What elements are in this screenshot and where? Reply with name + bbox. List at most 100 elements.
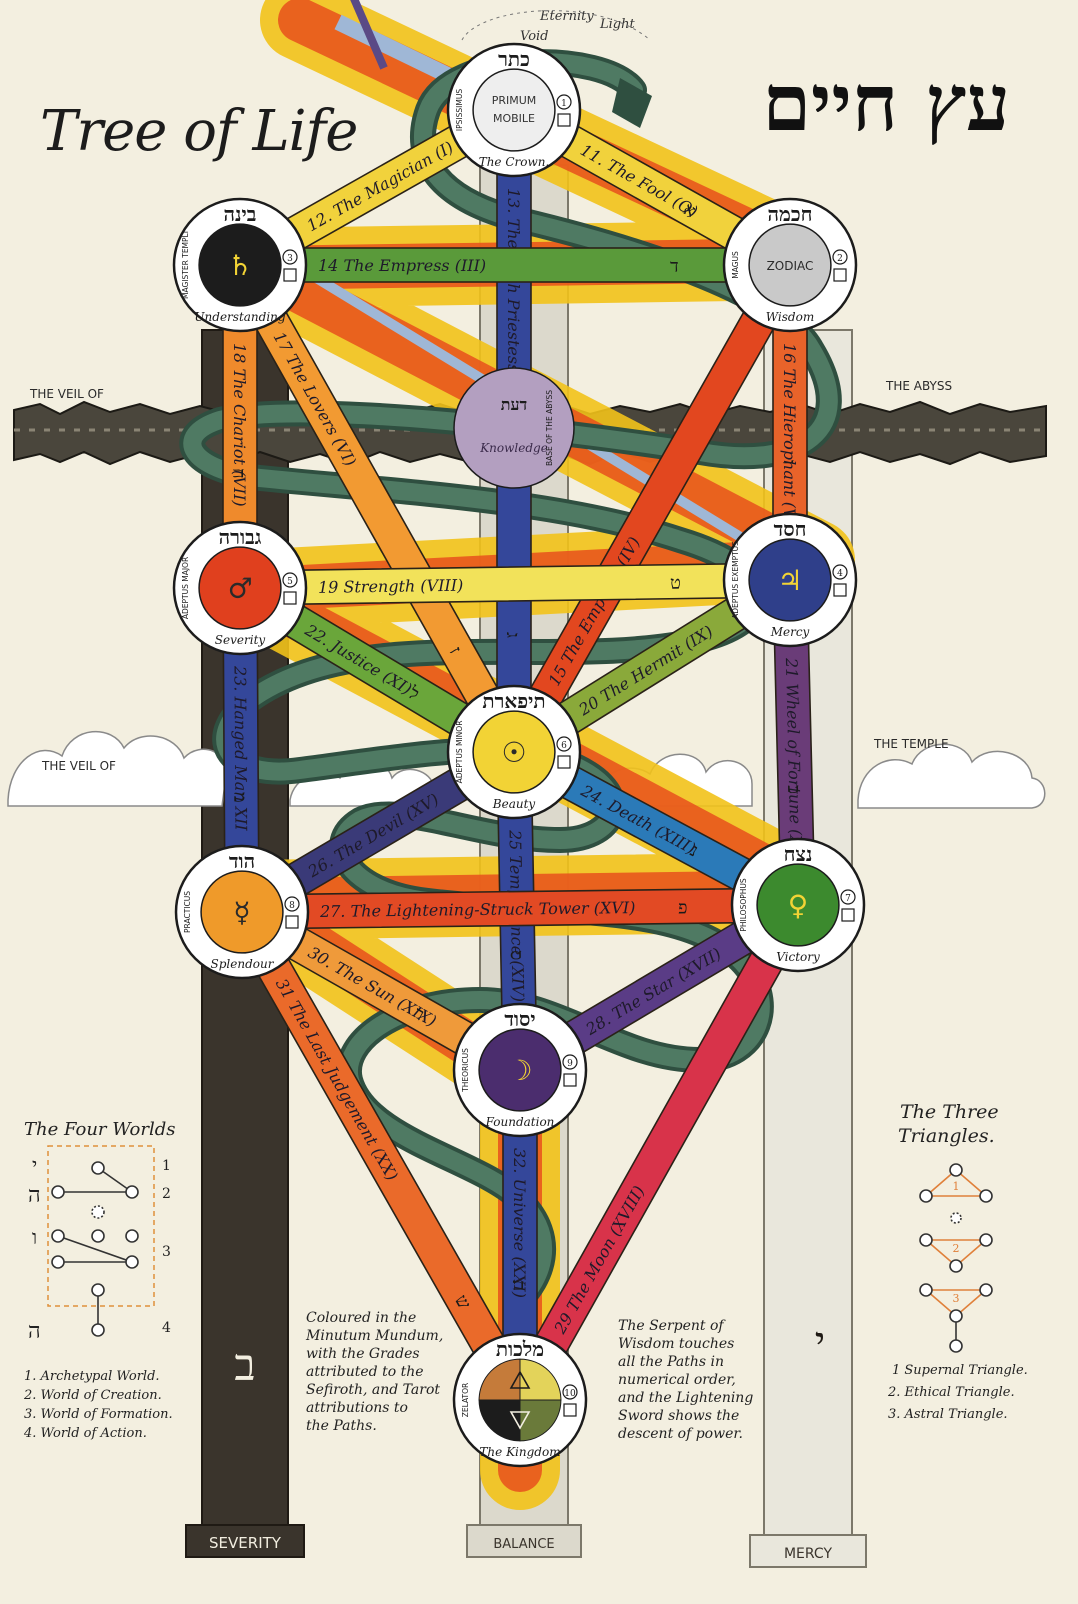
sephira-chesed-key-icon bbox=[833, 583, 847, 597]
sephira-tiphareth-number: 6 bbox=[561, 741, 567, 751]
sephira-yesod-grade: THEORICUS bbox=[461, 1048, 470, 1093]
path-21-label: 21 Wheel of Fortune (X) bbox=[782, 657, 806, 853]
path-25-letter: ס bbox=[506, 950, 527, 961]
note-left-line-4: attributed to the bbox=[306, 1364, 424, 1380]
three-triangles-title-line2: Triangles. bbox=[898, 1125, 995, 1147]
sephira-malkuth-hebrew: מלכות bbox=[496, 1337, 544, 1361]
sephira-chokmah-hebrew: חכמה bbox=[768, 202, 813, 226]
sephira-hod-number-badge bbox=[284, 896, 300, 912]
malkuth-element-symbols bbox=[509, 1370, 531, 1430]
four-worlds-title: The Four Worlds bbox=[24, 1119, 175, 1140]
path-32-letter: ת bbox=[508, 1280, 529, 1291]
malkuth-quarter-3 bbox=[478, 1399, 521, 1442]
sephira-geburah-number: 5 bbox=[287, 577, 293, 587]
note-right-line-5: and the Lightening bbox=[618, 1390, 753, 1406]
path-16-letter: ו bbox=[778, 460, 799, 465]
four-worlds-letter-2: ה bbox=[28, 1183, 41, 1208]
pillar-severity-label: SEVERITY bbox=[209, 1534, 282, 1552]
note-left-line-7: the Paths. bbox=[306, 1418, 377, 1434]
sephira-tiphareth-grade: ADEPTUS MINOR bbox=[455, 721, 464, 784]
sephira-malkuth-key-icon bbox=[563, 1403, 577, 1417]
veil-temple-left-label: THE VEIL OF bbox=[41, 759, 116, 773]
sephira-yesod-name: Foundation bbox=[485, 1115, 555, 1129]
sephira-tiphareth-symbol: ☉ bbox=[501, 736, 526, 769]
sephira-chesed-hebrew: חסד bbox=[774, 517, 807, 541]
note-left-line-2: Minutum Mundum, bbox=[305, 1328, 443, 1344]
sephira-netzach-number-badge bbox=[840, 889, 856, 905]
sephira-malkuth-grade: ZELATOR bbox=[461, 1383, 470, 1417]
note-left: Coloured in the Minutum Mundum, with the… bbox=[305, 1310, 443, 1434]
sephira-netzach-hebrew: נצח bbox=[784, 842, 813, 866]
sephira-geburah-number-badge bbox=[282, 572, 298, 588]
sephira-binah-disc bbox=[198, 223, 282, 307]
sephira-chesed-grade: ADEPTUS EXEMPTUS bbox=[731, 541, 740, 619]
triangle-item-3: 3. Astral Triangle. bbox=[888, 1407, 1008, 1422]
sephira-malkuth-number-badge bbox=[562, 1384, 578, 1400]
sephira-daath-name: Knowledge bbox=[479, 441, 548, 455]
sephira-hod-name: Splendour bbox=[211, 957, 275, 971]
four-worlds-letter-1: י bbox=[32, 1153, 37, 1177]
sephira-chesed-name: Mercy bbox=[770, 625, 810, 639]
sephira-chokmah-name: Wisdom bbox=[766, 310, 814, 324]
sephira-geburah-name: Severity bbox=[215, 633, 266, 647]
sephira-kether-planet-line-1: PRIMUM bbox=[492, 94, 537, 107]
sephira-binah-hebrew: בינה bbox=[224, 202, 257, 226]
note-right: The Serpent of Wisdom touches all the Pa… bbox=[618, 1318, 753, 1442]
four-worlds-number-2: 2 bbox=[162, 1186, 171, 1202]
triangle-number-3: 3 bbox=[953, 1292, 960, 1305]
top-labels: Light Eternity Void bbox=[461, 9, 651, 44]
path-18-label: 18 The Chariot (VII) bbox=[230, 343, 249, 507]
path-13-label: 13. The High Priestess (II) bbox=[504, 188, 523, 403]
triangle-number-1: 1 bbox=[953, 1180, 960, 1193]
sephira-tiphareth-name: Beauty bbox=[492, 797, 536, 811]
sephira-daath-grade: BASE OF THE ABYSS bbox=[545, 390, 554, 466]
top-label-light: Light bbox=[599, 17, 635, 32]
path-32-label: 32. Universe (XXI) bbox=[510, 1148, 529, 1298]
sephira-kether-number-badge bbox=[556, 94, 572, 110]
path-21-letter: כ bbox=[783, 785, 804, 794]
note-right-line-2: Wisdom touches bbox=[618, 1336, 734, 1352]
top-label-void: Void bbox=[520, 29, 549, 44]
path-19-letter: ט bbox=[670, 573, 681, 594]
sephira-daath-disc bbox=[453, 367, 575, 489]
malkuth-quarter-2 bbox=[519, 1399, 562, 1442]
sephira-geburah-grade: ADEPTUS MAJOR bbox=[181, 557, 190, 619]
sephira-yesod-number-badge bbox=[562, 1054, 578, 1070]
note-right-line-1: The Serpent of bbox=[618, 1318, 726, 1334]
hebrew-title: עץ חיים bbox=[762, 58, 1010, 149]
path-23-letter: מ bbox=[229, 792, 250, 803]
four-worlds-panel: The Four Worlds י ה ו ה 1 2 3 4 1. A bbox=[23, 1119, 175, 1441]
pillar-balance-label: BALANCE bbox=[493, 1537, 554, 1552]
sephira-binah-number-badge bbox=[282, 249, 298, 265]
sephira-hod-hebrew: הוד bbox=[229, 849, 255, 873]
sephira-binah-name: Understanding bbox=[194, 310, 285, 324]
sephira-yesod-symbol: ☽ bbox=[507, 1054, 532, 1087]
sephira-binah-number: 3 bbox=[287, 254, 293, 264]
sephira-daath-hebrew: דעת bbox=[501, 395, 528, 414]
sephira-netzach-key-icon bbox=[841, 908, 855, 922]
sephira-binah-key-icon bbox=[283, 268, 297, 282]
sephira-malkuth-name: The Kingdom bbox=[479, 1445, 560, 1459]
sephira-kether-planet-line-2: MOBILE bbox=[493, 112, 535, 125]
path-14-letter: ד bbox=[670, 256, 679, 277]
sephira-kether-number: 1 bbox=[561, 99, 567, 109]
sephira-chokmah-key-icon bbox=[833, 268, 847, 282]
sephira-geburah-symbol: ♂ bbox=[227, 572, 252, 605]
sephira-kether-key-icon bbox=[557, 113, 571, 127]
sephira-chesed-disc bbox=[748, 538, 832, 622]
sephira-tiphareth-disc bbox=[472, 710, 556, 794]
four-worlds-item-4: 4. World of Action. bbox=[23, 1426, 147, 1441]
pillar-mercy-label: MERCY bbox=[784, 1546, 832, 1562]
sephira-yesod-disc bbox=[478, 1028, 562, 1112]
sephira-binah-grade: MAGISTER TEMPLI bbox=[181, 231, 190, 299]
note-left-line-5: Sefiroth, and Tarot bbox=[306, 1382, 440, 1398]
veil-temple-right-label: THE TEMPLE bbox=[873, 737, 949, 751]
